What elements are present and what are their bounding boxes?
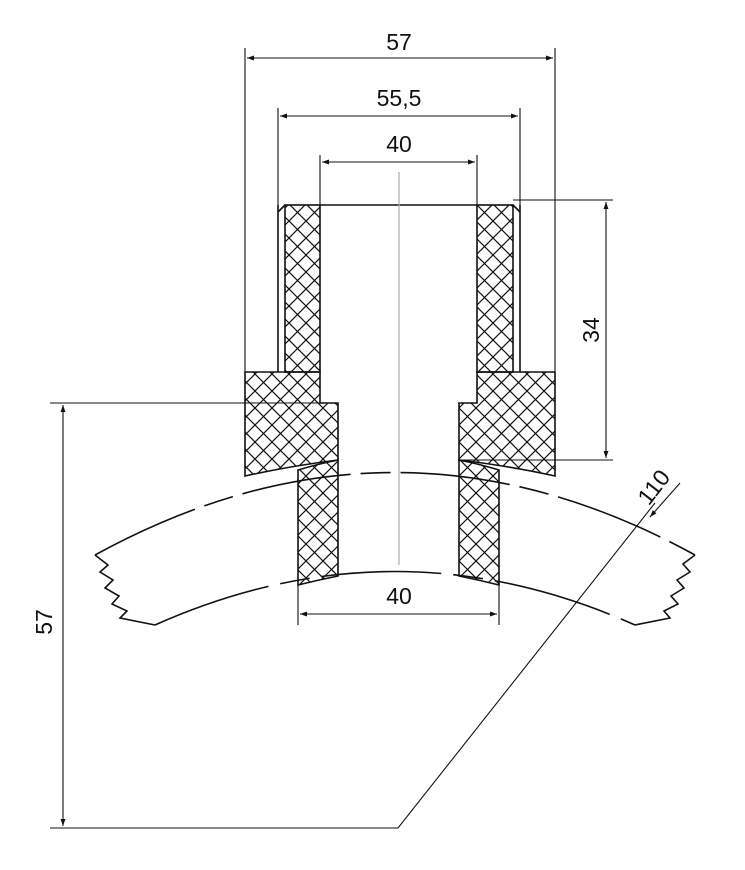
pipe-outer-arc bbox=[94, 471, 696, 556]
upper-wall-right bbox=[476, 204, 514, 373]
dim-total-height-label: 57 bbox=[31, 609, 57, 635]
collar-left bbox=[244, 371, 339, 477]
dim-bore-bottom-label: 40 bbox=[386, 583, 412, 609]
dimension-labels: 57 55,5 40 34 110 40 57 bbox=[31, 29, 675, 635]
spigot-left bbox=[297, 459, 339, 587]
pipe-break-right bbox=[634, 554, 696, 626]
upper-wall-left bbox=[284, 204, 321, 373]
extension-lines bbox=[50, 48, 656, 829]
pipe-break-left bbox=[94, 554, 156, 626]
dim-thread-width-label: 55,5 bbox=[377, 85, 422, 111]
collar-right bbox=[458, 371, 556, 477]
dimension-lines bbox=[60, 55, 681, 826]
dim-pipe-diameter-label: 110 bbox=[632, 465, 675, 510]
dim-outer-width-label: 57 bbox=[386, 29, 412, 55]
spigot-right bbox=[458, 459, 500, 587]
dim-inner-bore-top-label: 40 bbox=[386, 131, 412, 157]
pipe-section bbox=[94, 471, 696, 626]
dim-line-pipe-diameter bbox=[649, 482, 681, 518]
dim-socket-height-label: 34 bbox=[578, 317, 604, 343]
fitting-body bbox=[244, 172, 556, 587]
pipe-inner-arc bbox=[154, 570, 636, 626]
